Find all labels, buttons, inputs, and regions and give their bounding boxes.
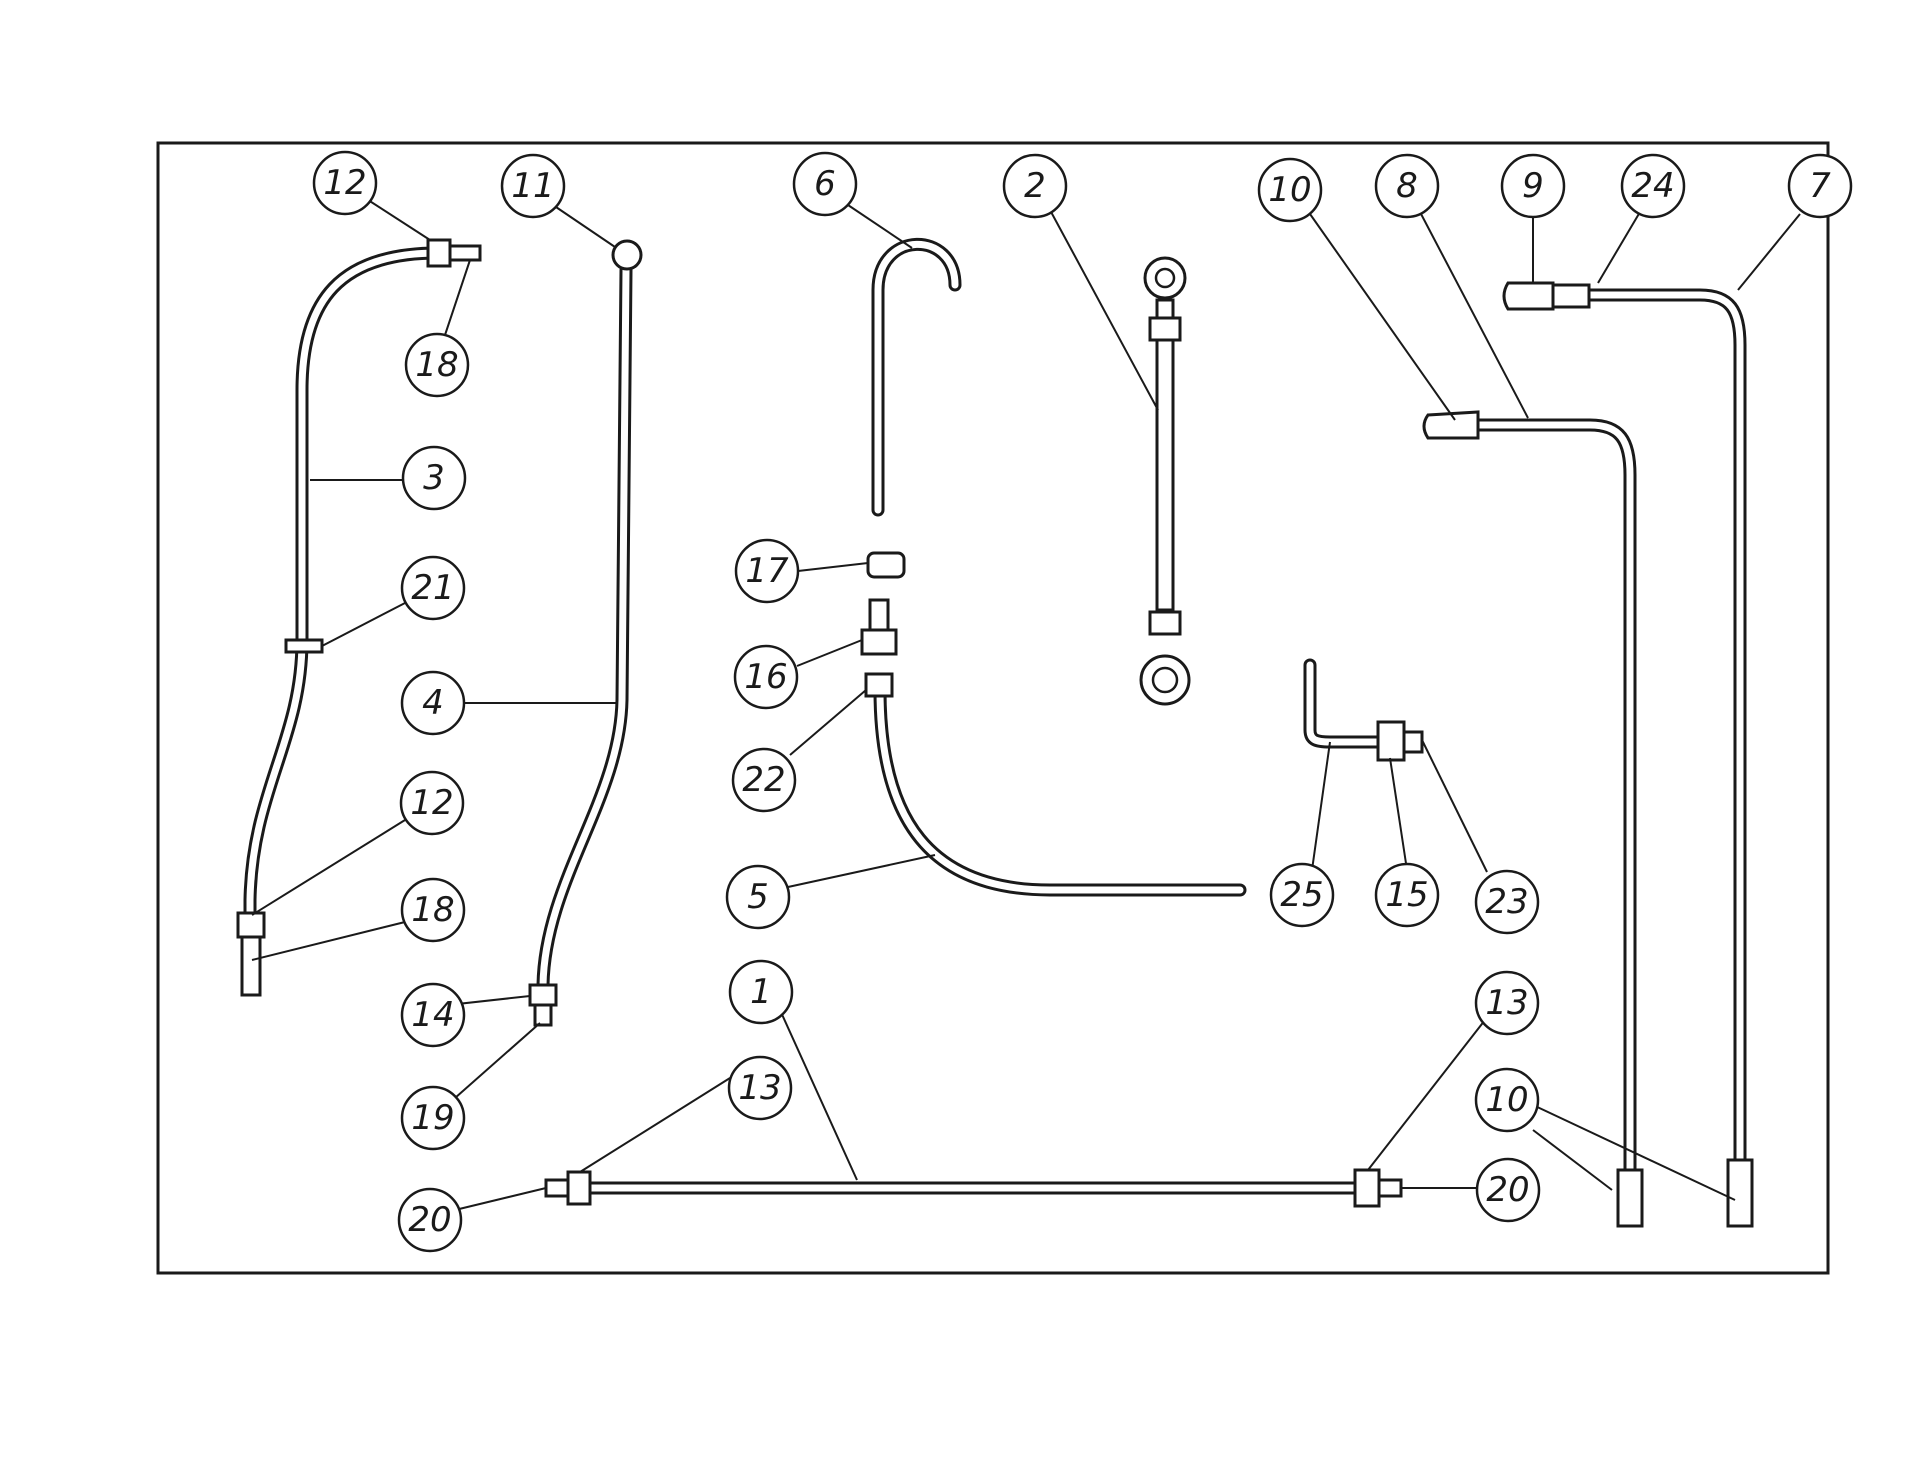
callout-21: 21	[400, 555, 466, 621]
leader-lines	[251, 197, 1801, 1211]
callout-24: 24	[1620, 153, 1686, 219]
part-5-tube	[860, 598, 1247, 897]
part-6-hook-tube	[871, 237, 962, 517]
callout-label: 14	[411, 995, 454, 1035]
callout-7: 7	[1787, 153, 1853, 219]
callout-2: 2	[1002, 153, 1068, 219]
callout-18-bottom: 18	[400, 877, 466, 943]
part-3-tube	[236, 238, 482, 997]
callout-20-left: 20	[397, 1187, 463, 1253]
part-18-nipple-top	[448, 244, 482, 262]
callout-5: 5	[725, 864, 791, 930]
callout-23: 23	[1474, 869, 1540, 935]
callout-19: 19	[400, 1085, 466, 1151]
callout-label: 18	[415, 345, 458, 385]
callout-label: 5	[747, 877, 769, 917]
callout-label: 23	[1485, 882, 1528, 922]
part-19-nipple	[533, 1003, 553, 1027]
callout-10-bottom: 10	[1474, 1067, 1540, 1133]
part-10-sleeve-8-top	[1422, 410, 1480, 440]
callout-label: 1	[750, 972, 772, 1012]
callout-label: 8	[1396, 166, 1418, 206]
callout-4: 4	[400, 670, 466, 736]
callout-label: 4	[422, 683, 444, 723]
part-13-nut-left	[566, 1170, 592, 1206]
callout-11: 11	[500, 153, 566, 219]
part-12-nut-top	[426, 238, 452, 268]
callout-18-top: 18	[404, 332, 470, 398]
callout-label: 6	[814, 164, 836, 204]
callout-3: 3	[401, 445, 467, 511]
part-10-sleeve-7-bottom	[1726, 1158, 1754, 1228]
part-12-nut-bottom	[236, 911, 266, 939]
callout-label: 12	[410, 783, 453, 823]
callout-16: 16	[733, 644, 799, 710]
part-25-elbow-assembly	[1303, 658, 1424, 762]
diagram-frame	[156, 141, 1830, 1275]
callout-1: 1	[728, 959, 794, 1025]
part-23-nipple	[1402, 730, 1424, 754]
callout-label: 13	[1485, 983, 1528, 1023]
callout-label: 3	[423, 458, 445, 498]
part-8-tube	[1422, 410, 1644, 1228]
part-16-nut	[860, 628, 898, 656]
part-10-sleeve-8-bottom	[1616, 1168, 1644, 1228]
part-22-sleeve	[864, 672, 894, 698]
callout-17: 17	[734, 538, 800, 604]
part-24-nut	[1551, 283, 1591, 309]
part-4-tube	[528, 239, 643, 1027]
callout-label: 15	[1385, 875, 1428, 915]
callout-label: 24	[1631, 166, 1674, 206]
callout-20-right: 20	[1475, 1157, 1541, 1223]
part-21-clip	[284, 638, 324, 654]
part-5-top-stub	[868, 598, 890, 632]
callout-label: 13	[738, 1068, 781, 1108]
part-1-tube	[544, 1168, 1403, 1208]
part-13-nut-right	[1353, 1168, 1381, 1208]
callout-13-left: 13	[727, 1055, 793, 1121]
callout-10-top: 10	[1257, 157, 1323, 223]
callout-13-right: 13	[1474, 970, 1540, 1036]
part-15-nut	[1376, 720, 1406, 762]
callout-label: 2	[1024, 166, 1046, 206]
part-17-fitting	[866, 551, 906, 579]
callout-label: 17	[745, 551, 789, 591]
callout-label: 20	[408, 1200, 451, 1240]
callout-12-top: 12	[312, 150, 378, 216]
callout-label: 10	[1485, 1080, 1528, 1120]
callout-label: 16	[744, 657, 787, 697]
callout-8: 8	[1374, 153, 1440, 219]
callout-label: 11	[511, 166, 554, 206]
callout-label: 9	[1522, 166, 1544, 206]
part-9-sleeve	[1502, 281, 1555, 311]
callout-label: 7	[1809, 166, 1831, 206]
part-2-strap	[1139, 256, 1191, 706]
callout-label: 18	[411, 890, 454, 930]
part-11-banjo	[611, 239, 643, 271]
callout-9: 9	[1500, 153, 1566, 219]
callout-14: 14	[400, 982, 466, 1048]
callout-label: 20	[1486, 1170, 1529, 1210]
part-20-nipple-right	[1377, 1178, 1403, 1198]
callout-label: 10	[1268, 170, 1311, 210]
callout-6: 6	[792, 151, 858, 217]
callout-label: 12	[323, 163, 366, 203]
callout-25: 25	[1269, 862, 1335, 928]
callout-label: 25	[1280, 875, 1323, 915]
part-14-nut	[528, 983, 558, 1007]
callout-12-bottom: 12	[399, 770, 465, 836]
callout-label: 22	[742, 760, 785, 800]
callout-label: 21	[411, 568, 454, 608]
callout-15: 15	[1374, 862, 1440, 928]
part-18-nipple-bottom	[240, 935, 262, 997]
part-7-tube	[1502, 281, 1754, 1228]
part-20-nipple-left	[544, 1178, 570, 1198]
callout-22: 22	[731, 747, 797, 813]
callout-label: 19	[411, 1098, 454, 1138]
